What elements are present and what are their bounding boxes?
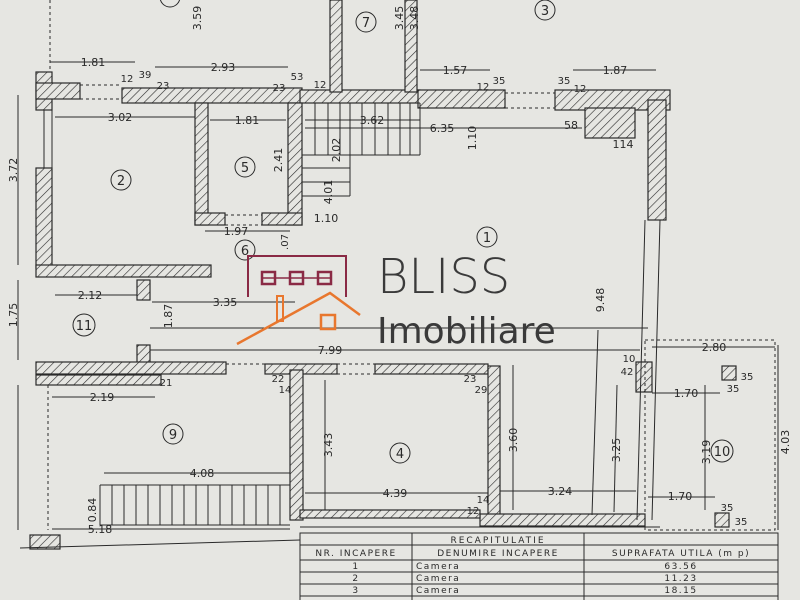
dimension-labels: 1.81 12 39 23 2.93 53 23 12 3.59 3.45 3.… — [7, 6, 792, 536]
table-row: 1 Camera 63.56 — [352, 562, 697, 572]
dimension-label: 58 — [564, 119, 578, 132]
row-area: 63.56 — [664, 562, 697, 572]
room-11-label: 11 — [76, 319, 93, 334]
dimension-label: 35 — [727, 384, 740, 395]
brand-name: BLISS — [377, 249, 510, 305]
room-9-label: 9 — [169, 428, 177, 443]
dimension-label: 2.02 — [330, 138, 343, 163]
dimension-label: 22 — [272, 374, 285, 385]
walls — [29, 0, 737, 550]
dimension-label: 21 — [160, 378, 173, 389]
dimension-label: 23 — [157, 81, 170, 92]
row-name: Camera — [416, 562, 460, 572]
dimension-label: 1.57 — [443, 64, 468, 77]
room-7-label: 7 — [362, 16, 370, 31]
dimension-label: 4.03 — [779, 430, 792, 455]
table-header-name: DENUMIRE INCAPERE — [437, 549, 559, 559]
dimension-label: 2.80 — [702, 341, 727, 354]
dimension-label: 35 — [741, 372, 754, 383]
room-10-label: 10 — [714, 445, 731, 460]
row-nr: 2 — [352, 574, 359, 584]
dimension-label: 5.18 — [88, 523, 113, 536]
dimension-label: 3.43 — [322, 433, 335, 458]
room-markers: 2 5 6 7 3 1 11 9 4 10 — [72, 0, 734, 464]
summary-table: RECAPITULATIE NR. INCAPERE DENUMIRE INCA… — [299, 532, 779, 600]
dimension-label: 3.59 — [191, 6, 204, 31]
dimension-label: 1.87 — [162, 304, 175, 329]
table-header-nr: NR. INCAPERE — [315, 549, 396, 559]
dimension-label: 3.02 — [108, 111, 133, 124]
dimension-label: .07 — [280, 234, 291, 250]
dimension-label: 3.19 — [700, 440, 713, 465]
dimension-label: 114 — [613, 138, 634, 151]
plan-lines — [17, 0, 779, 549]
row-area: 11.23 — [664, 574, 697, 584]
dimension-label: 3.48 — [408, 6, 421, 31]
dimension-label: 42 — [621, 367, 634, 378]
dimension-label: 35 — [735, 517, 748, 528]
dimension-label: 3.35 — [213, 296, 238, 309]
dimension-label: 12 — [314, 80, 327, 91]
dimension-label: 4.39 — [383, 487, 408, 500]
dimension-label: 12 — [574, 84, 587, 95]
dimension-label: 14 — [279, 385, 292, 396]
dimension-label: 35 — [558, 76, 571, 87]
dimension-label: 3.60 — [507, 428, 520, 453]
dimension-label: 4.01 — [322, 180, 335, 205]
dimension-label: 1.81 — [81, 56, 106, 69]
dimension-label: 3.25 — [610, 438, 623, 463]
dimension-label: 39 — [139, 70, 152, 81]
dimension-label: 2.93 — [211, 61, 236, 74]
dimension-label: 23 — [273, 83, 286, 94]
dimension-label: 12 — [477, 82, 490, 93]
dimension-label: 6.35 — [430, 122, 455, 135]
dimension-label: 3.72 — [7, 158, 20, 183]
table-row: 3 Camera 18.15 — [352, 586, 697, 596]
dimension-label: 0.84 — [86, 498, 99, 523]
dimension-label: 1.81 — [235, 114, 260, 127]
table-row: 2 Camera 11.23 — [352, 574, 697, 584]
table-header-area: SUPRAFATA UTILA (m p) — [612, 549, 750, 559]
dimension-label: 1.75 — [7, 303, 20, 328]
dimension-label: 3.45 — [393, 6, 406, 31]
brand-subtitle: Imobiliare — [377, 311, 556, 352]
dimension-label: 3.62 — [360, 114, 385, 127]
dimension-label: 2.41 — [272, 148, 285, 173]
dimension-label: 1.97 — [224, 225, 249, 238]
room-3-label: 3 — [541, 4, 549, 19]
dimension-label: 4.08 — [190, 467, 215, 480]
dimension-label: 29 — [475, 385, 488, 396]
dimension-label: 3.24 — [548, 485, 573, 498]
dimension-label: 35 — [493, 76, 506, 87]
dimension-label: 12 — [121, 74, 134, 85]
dimension-label: 12 — [467, 506, 480, 517]
dimension-label: 14 — [477, 495, 490, 506]
dimension-label: 1.10 — [314, 212, 339, 225]
dimension-label: 1.70 — [674, 387, 699, 400]
table-title: RECAPITULATIE — [450, 536, 545, 546]
dimension-label: 53 — [291, 72, 304, 83]
row-area: 18.15 — [664, 586, 697, 596]
dimension-label: 9.48 — [594, 288, 607, 313]
dimension-label: 10 — [623, 354, 636, 365]
room-5-label: 5 — [241, 161, 249, 176]
dimension-label: 7.99 — [318, 344, 343, 357]
bliss-logo: BLISS Imobiliare — [236, 249, 556, 352]
row-name: Camera — [416, 586, 460, 596]
row-nr: 3 — [352, 586, 359, 596]
room-4-label: 4 — [396, 447, 404, 462]
dimension-label: 2.12 — [78, 289, 103, 302]
dimension-label: 1.87 — [603, 64, 628, 77]
dimension-label: 1.70 — [668, 490, 693, 503]
dimension-label: 35 — [721, 503, 734, 514]
row-name: Camera — [416, 574, 460, 584]
dimension-label: 2.19 — [90, 391, 115, 404]
row-nr: 1 — [352, 562, 359, 572]
dimension-label: 23 — [464, 374, 477, 385]
room-1-label: 1 — [483, 231, 491, 246]
room-2-label: 2 — [117, 174, 125, 189]
room-6-label: 6 — [241, 244, 249, 259]
dimension-label: 1.10 — [466, 126, 479, 151]
